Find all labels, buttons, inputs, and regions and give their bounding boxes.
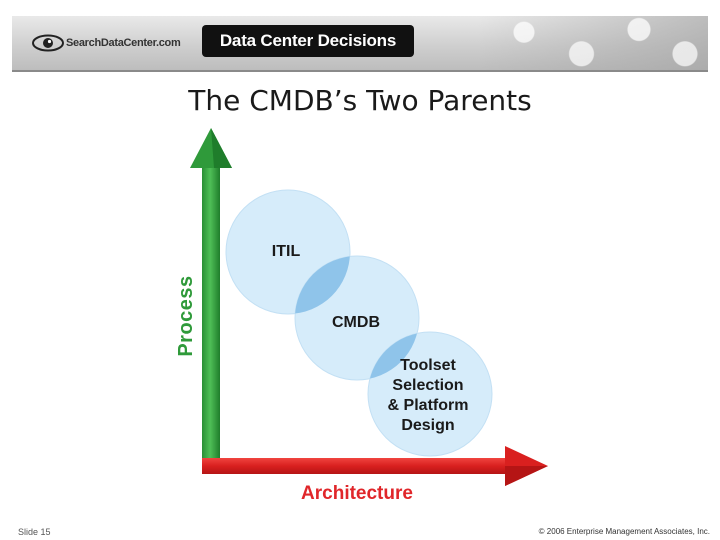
- copyright-notice: © 2006 Enterprise Management Associates,…: [538, 527, 710, 536]
- header-banner: SearchDataCenter.com Data Center Decisio…: [12, 16, 708, 72]
- logo-text: SearchDataCenter.com: [66, 37, 181, 49]
- toolset-label-line-4: Design: [401, 417, 454, 434]
- slide-number: Slide 15: [18, 527, 51, 537]
- slide-title: The CMDB’s Two Parents: [188, 84, 532, 117]
- toolset-label-line-2: Selection: [392, 377, 463, 394]
- itil-label: ITIL: [272, 243, 301, 260]
- cmdb-toolset-overlap: [368, 332, 419, 380]
- banner-hex-pattern: [478, 16, 708, 70]
- eye-icon: [32, 34, 64, 52]
- itil-cmdb-overlap: [295, 256, 350, 314]
- toolset-label-line-1: Toolset: [400, 357, 456, 374]
- cmdb-label: CMDB: [332, 314, 380, 331]
- process-axis-arrow: [190, 128, 232, 474]
- process-axis-label: Process: [175, 275, 197, 356]
- architecture-axis-arrow: [202, 446, 548, 486]
- brand-badge: Data Center Decisions: [202, 25, 414, 57]
- architecture-axis-label: Architecture: [301, 483, 413, 504]
- site-logo[interactable]: SearchDataCenter.com: [32, 30, 181, 56]
- toolset-label-line-3: & Platform: [388, 397, 469, 414]
